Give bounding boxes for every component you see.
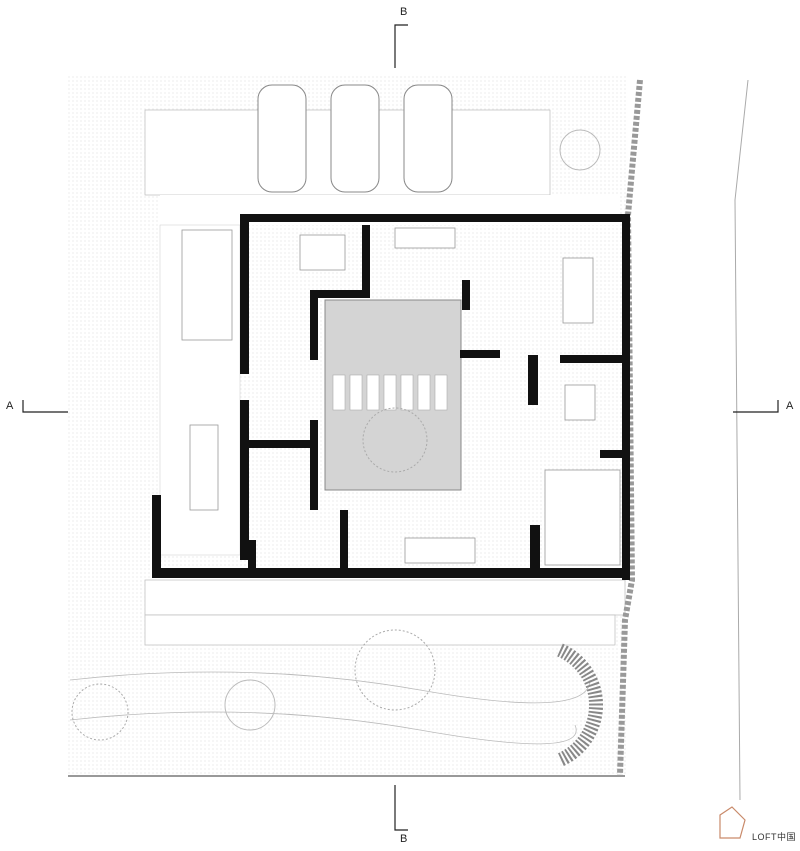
garden-tree-2 <box>71 683 129 741</box>
car-2 <box>330 84 380 193</box>
section-label-a-left: A <box>6 400 14 412</box>
car-1 <box>257 84 307 193</box>
sofa-living <box>544 469 621 566</box>
section-label-b-bottom: B <box>400 833 408 845</box>
walls <box>152 214 630 580</box>
garden-path <box>69 671 591 745</box>
sofa-west <box>181 229 233 341</box>
kitchen-island <box>562 257 594 324</box>
road-edge <box>734 79 749 801</box>
cars <box>257 84 453 193</box>
garden-tree-4 <box>559 129 601 171</box>
section-label-a-right: A <box>786 400 794 412</box>
logo-house-icon <box>719 806 746 839</box>
section-markers <box>22 24 779 831</box>
stair <box>404 537 476 564</box>
logo-text: LOFT中国 <box>752 832 797 842</box>
garden-tree-3 <box>224 679 276 731</box>
sofa-north <box>394 227 456 249</box>
furniture <box>181 227 621 566</box>
ramp <box>144 614 616 646</box>
spiral-stair <box>556 643 604 767</box>
section-label-b-top: B <box>400 6 408 18</box>
courtyard-tree <box>362 407 428 473</box>
dining-table-outdoor <box>189 424 219 511</box>
garden-tree-1 <box>354 629 436 711</box>
dining-table <box>564 384 596 421</box>
bed <box>299 234 346 271</box>
car-3 <box>403 84 453 193</box>
south-path <box>144 579 626 616</box>
stone-wall <box>617 79 643 776</box>
stepping-stones <box>332 374 448 411</box>
